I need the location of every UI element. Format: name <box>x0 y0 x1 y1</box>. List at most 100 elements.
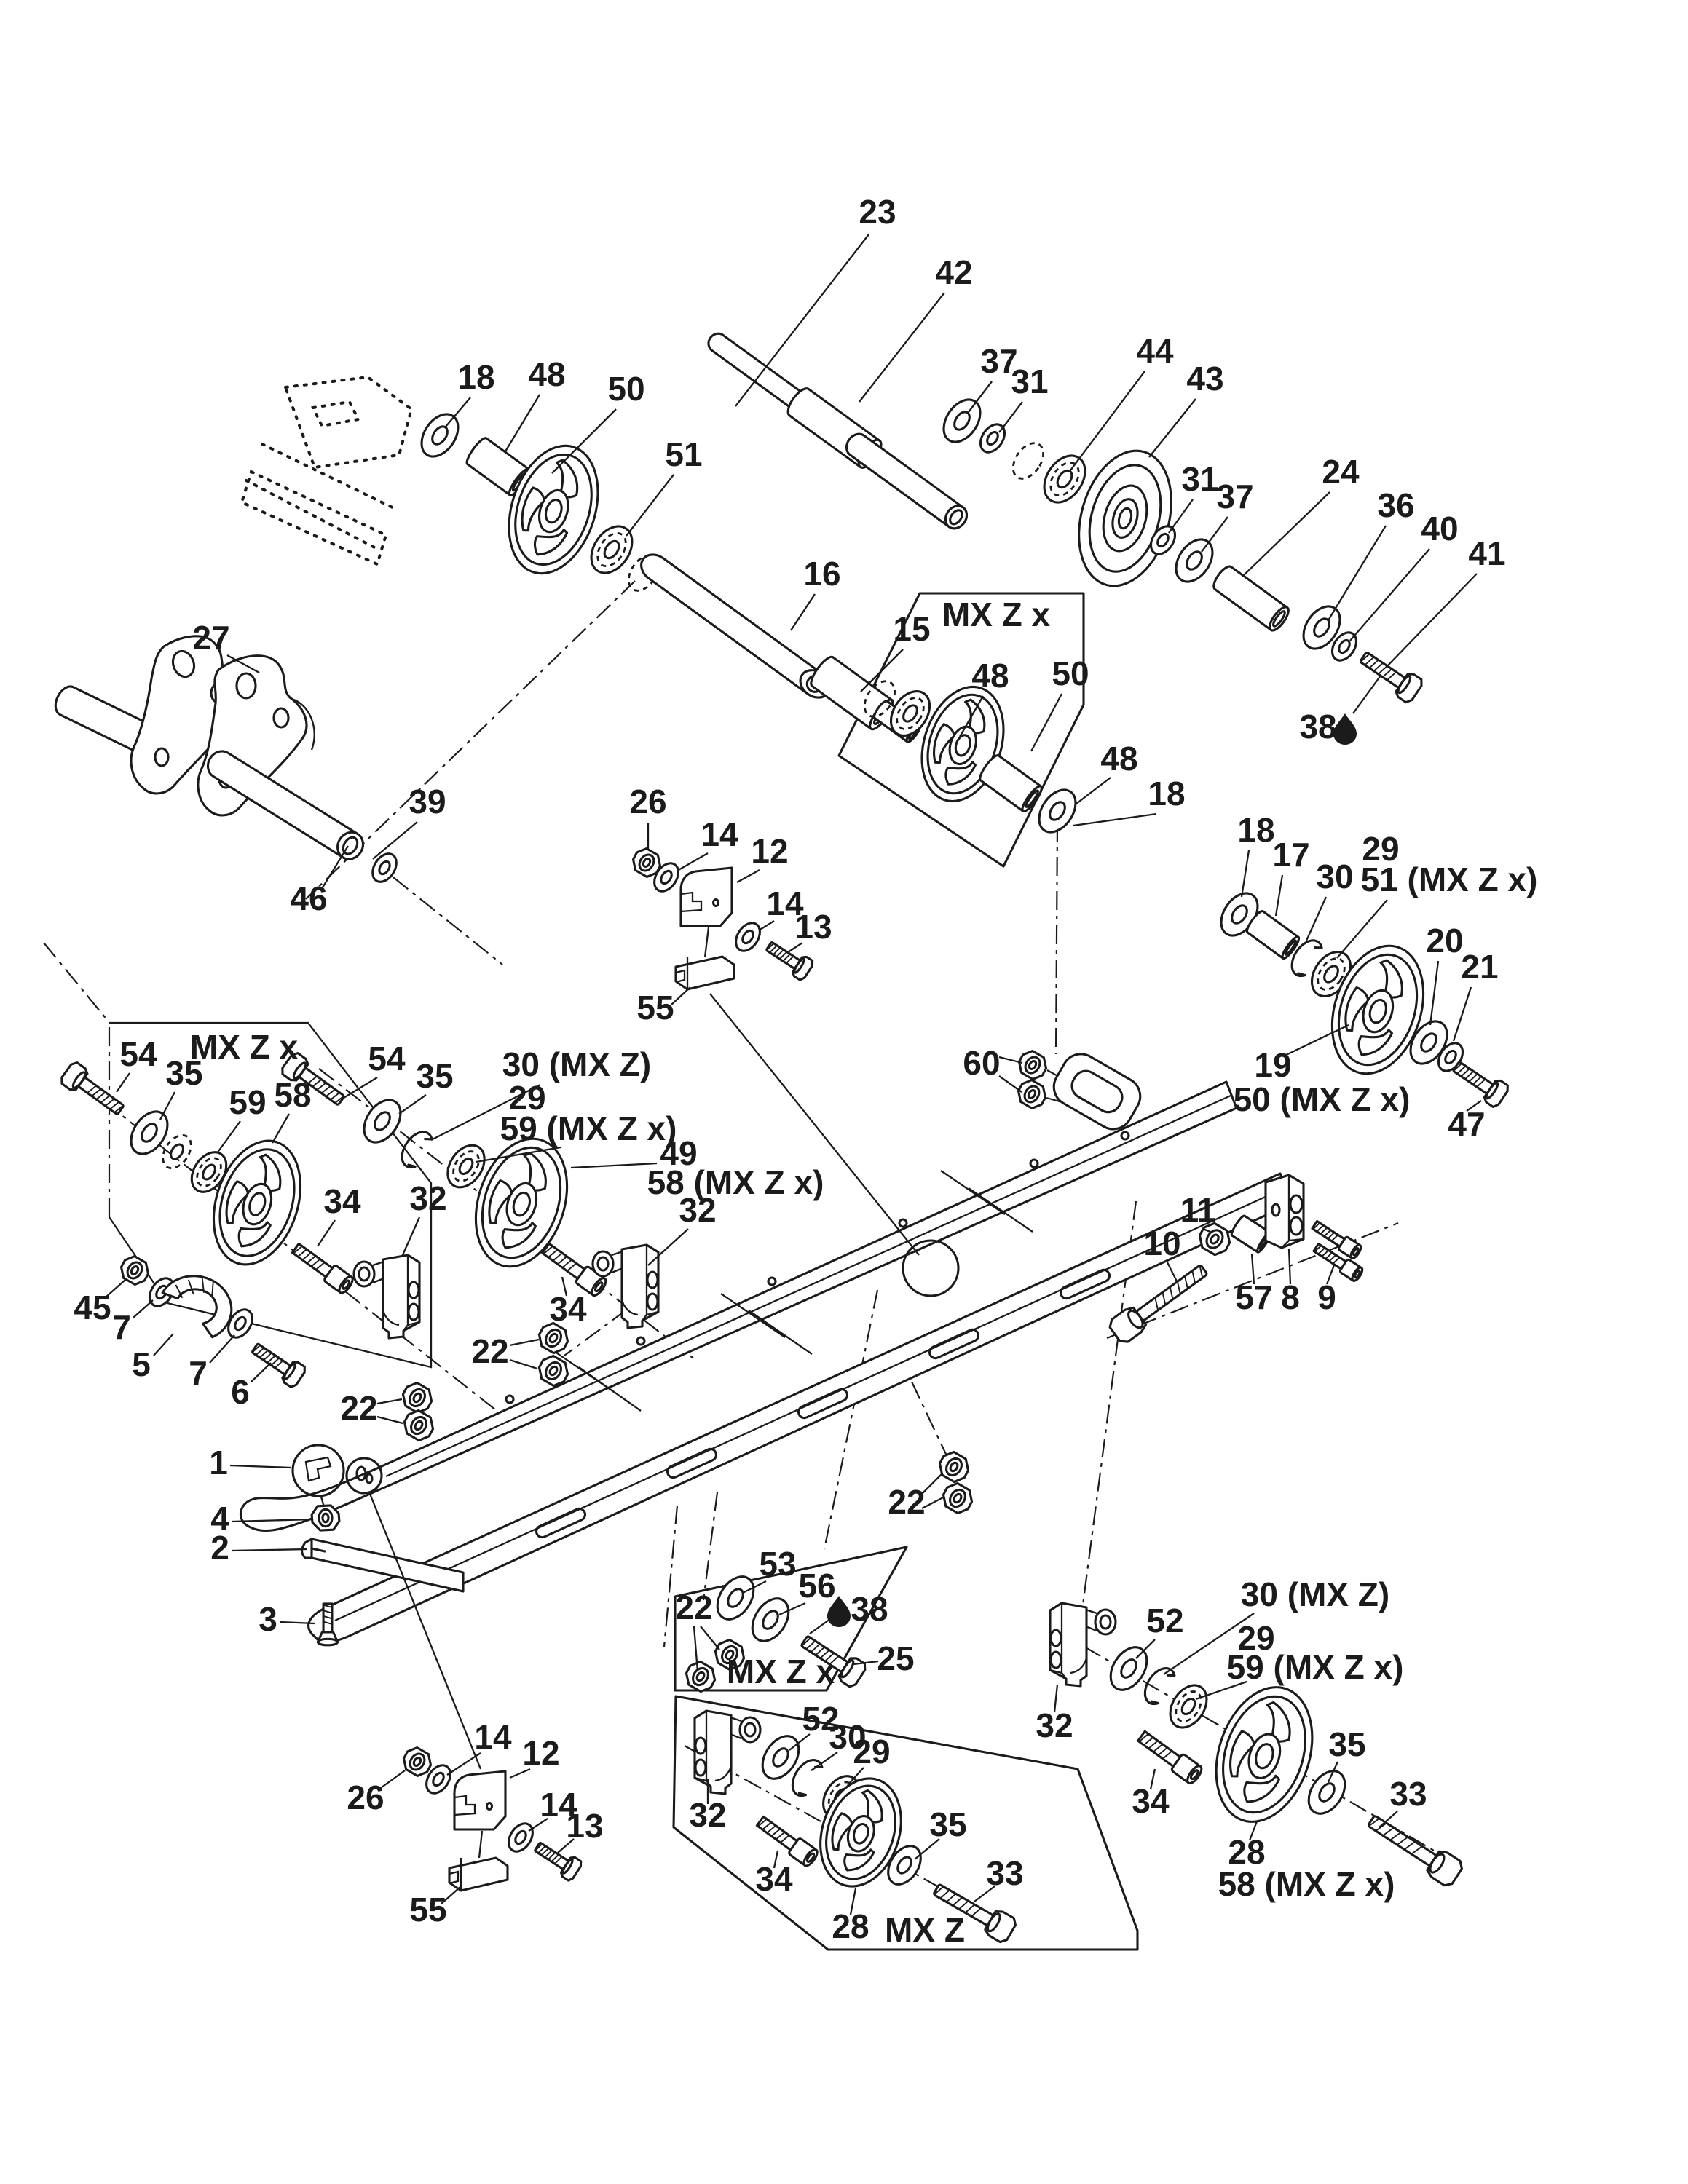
part-label-53: 53 <box>759 1545 796 1583</box>
leader-line <box>399 1095 426 1114</box>
callout-32-87: 32 <box>1036 1685 1073 1744</box>
part-label-32: 32 <box>409 1179 446 1217</box>
part-label-9: 9 <box>1317 1278 1336 1316</box>
part-label-37: 37 <box>980 342 1017 380</box>
part-label-29: 29 <box>508 1079 545 1117</box>
rear-arm-27 <box>51 636 403 887</box>
callout-18-33: 18 <box>1237 811 1275 897</box>
callout-48-14: 48 <box>505 355 566 451</box>
part-label-54: 54 <box>119 1035 157 1073</box>
part-label-10: 10 <box>1143 1224 1180 1262</box>
callout-mx-z-107: MX Z <box>885 1911 965 1949</box>
part-label-19: 19 <box>1254 1046 1291 1084</box>
part-label-44: 44 <box>1136 332 1174 370</box>
leader-line <box>1379 1811 1397 1827</box>
part-label-55: 55 <box>636 989 674 1026</box>
leader-line <box>1076 778 1111 804</box>
part-label-50: 50 <box>1052 654 1089 692</box>
leader-line <box>510 1769 530 1778</box>
block-8 <box>1264 1174 1305 1249</box>
mxzx-wheel-chain <box>857 674 1084 840</box>
guard-5-group <box>115 1251 308 1390</box>
leader-line <box>251 1363 271 1382</box>
washer-37b <box>1167 531 1221 590</box>
callout-58-mx-z-x-92: 58 (MX Z x) <box>1218 1865 1395 1903</box>
callout-7-63: 7 <box>189 1335 234 1392</box>
guard-5 <box>157 1270 237 1340</box>
callout-52-99: 52 <box>789 1700 840 1750</box>
leader-line <box>851 1888 856 1915</box>
part-label-52: 52 <box>802 1700 839 1738</box>
callout-29-52: 29 <box>508 1079 545 1117</box>
washer-35 <box>122 1104 176 1162</box>
leader-line <box>811 1752 837 1770</box>
leader-line <box>1054 1685 1057 1712</box>
part-label-46: 46 <box>290 879 327 917</box>
leader-line <box>1250 1821 1257 1840</box>
bolt-34c <box>1134 1726 1205 1787</box>
part-label-32: 32 <box>689 1796 726 1834</box>
part-label-2: 2 <box>210 1529 229 1567</box>
leader-line <box>1203 1229 1210 1232</box>
circlip-dashed <box>1006 436 1051 486</box>
callout-11-73: 11 <box>1180 1191 1215 1232</box>
leader-line <box>1070 371 1145 470</box>
callout-44-4: 44 <box>1070 332 1174 470</box>
leader-line <box>788 943 802 952</box>
callout-41-11: 41 <box>1387 534 1506 667</box>
callout-48-29: 48 <box>960 657 1009 737</box>
part-label-33: 33 <box>1389 1775 1427 1813</box>
callout-48-31: 48 <box>1076 740 1138 804</box>
part-label-23: 23 <box>859 193 896 231</box>
callout-47-42: 47 <box>1448 1101 1486 1143</box>
leader-line <box>558 1839 574 1853</box>
callout-59-mx-z-x-86: 59 (MX Z x) <box>1196 1648 1403 1699</box>
callout-7-61: 7 <box>112 1300 153 1346</box>
part-label-59-mx-z-x: 59 (MX Z x) <box>1227 1648 1404 1686</box>
callout-35-105: 35 <box>915 1805 967 1859</box>
part-label-49: 49 <box>660 1134 697 1172</box>
washer-18 <box>413 406 467 464</box>
part-label-14: 14 <box>540 1786 577 1824</box>
callout-54-44: 54 <box>117 1035 157 1092</box>
leader-line <box>154 1334 173 1356</box>
leader-line <box>232 1519 313 1522</box>
leader-line <box>377 1417 403 1423</box>
callout-14-23: 14 <box>677 815 738 871</box>
part-label-38: 38 <box>851 1590 888 1628</box>
callout-30-mx-z-51: 30 (MX Z) <box>431 1045 651 1140</box>
callout-50-15: 50 <box>552 370 645 473</box>
bearing-29c <box>1162 1677 1215 1736</box>
part-label-29: 29 <box>853 1733 890 1770</box>
bolt-6 <box>247 1337 308 1390</box>
leader-line <box>1337 900 1387 958</box>
leader-line <box>1167 1262 1177 1281</box>
callout-12-24: 12 <box>737 832 789 882</box>
nut-4 <box>310 1504 341 1532</box>
leader-line <box>1289 1249 1290 1284</box>
leader-line <box>133 1300 153 1318</box>
part-label-60: 60 <box>963 1044 1000 1082</box>
callout-26-93: 26 <box>347 1770 405 1816</box>
part-label-24: 24 <box>1322 453 1360 491</box>
callout-40-10: 40 <box>1350 510 1459 641</box>
leader-line <box>106 1280 125 1297</box>
part-label-35: 35 <box>1328 1725 1365 1763</box>
part-label-8: 8 <box>1281 1278 1300 1316</box>
leader-line <box>960 696 983 737</box>
callout-23-0: 23 <box>735 193 896 406</box>
callout-58-mx-z-x-55: 58 (MX Z x) <box>647 1163 824 1201</box>
callout-22-66: 22 <box>340 1389 403 1427</box>
callout-46-21: 46 <box>290 846 348 917</box>
leader-line <box>446 397 470 427</box>
part-label-34: 34 <box>323 1182 361 1220</box>
callout-16-17: 16 <box>791 555 841 630</box>
callout-37-2: 37 <box>969 342 1018 412</box>
callout-29-85: 29 <box>1237 1619 1274 1657</box>
leader-line <box>1328 1762 1338 1782</box>
part-label-40: 40 <box>1421 510 1458 547</box>
part-label-12: 12 <box>751 832 788 870</box>
part-label-59: 59 <box>229 1083 266 1121</box>
block-32c <box>693 1709 762 1795</box>
leader-line <box>217 1121 240 1153</box>
